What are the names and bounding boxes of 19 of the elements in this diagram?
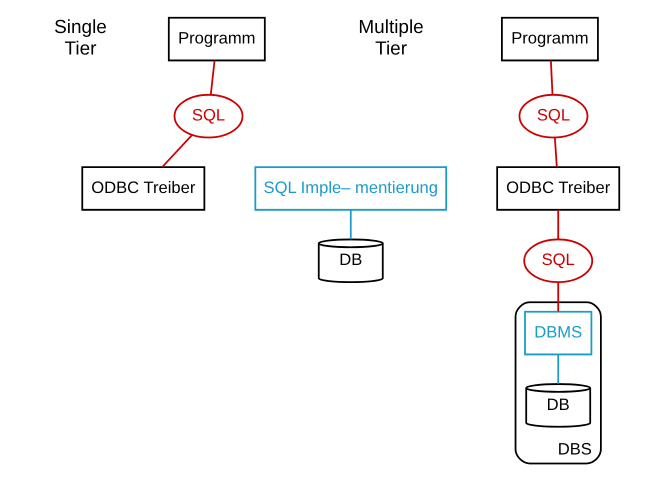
node-box: ODBC Treiber: [496, 166, 620, 211]
connector: [556, 354, 559, 384]
connector: [161, 134, 192, 168]
connector: [556, 282, 559, 312]
node-box: Programm: [500, 16, 598, 62]
connector: [553, 138, 558, 167]
connector: [209, 60, 215, 95]
label: Multiple Tier: [358, 16, 424, 60]
node-box: DBMS: [524, 310, 592, 356]
connector: [550, 60, 553, 95]
node-ellipse: SQL: [522, 238, 593, 283]
node-box: Programm: [167, 16, 266, 62]
node-ellipse: SQL: [518, 94, 588, 138]
connector: [349, 210, 352, 240]
node-box: ODBC Treiber: [80, 166, 205, 211]
label: Single Tier: [54, 16, 106, 60]
node-ellipse: SQL: [173, 94, 243, 138]
connector: [556, 210, 559, 240]
node-box: SQL Imple– mentierung: [254, 166, 447, 211]
